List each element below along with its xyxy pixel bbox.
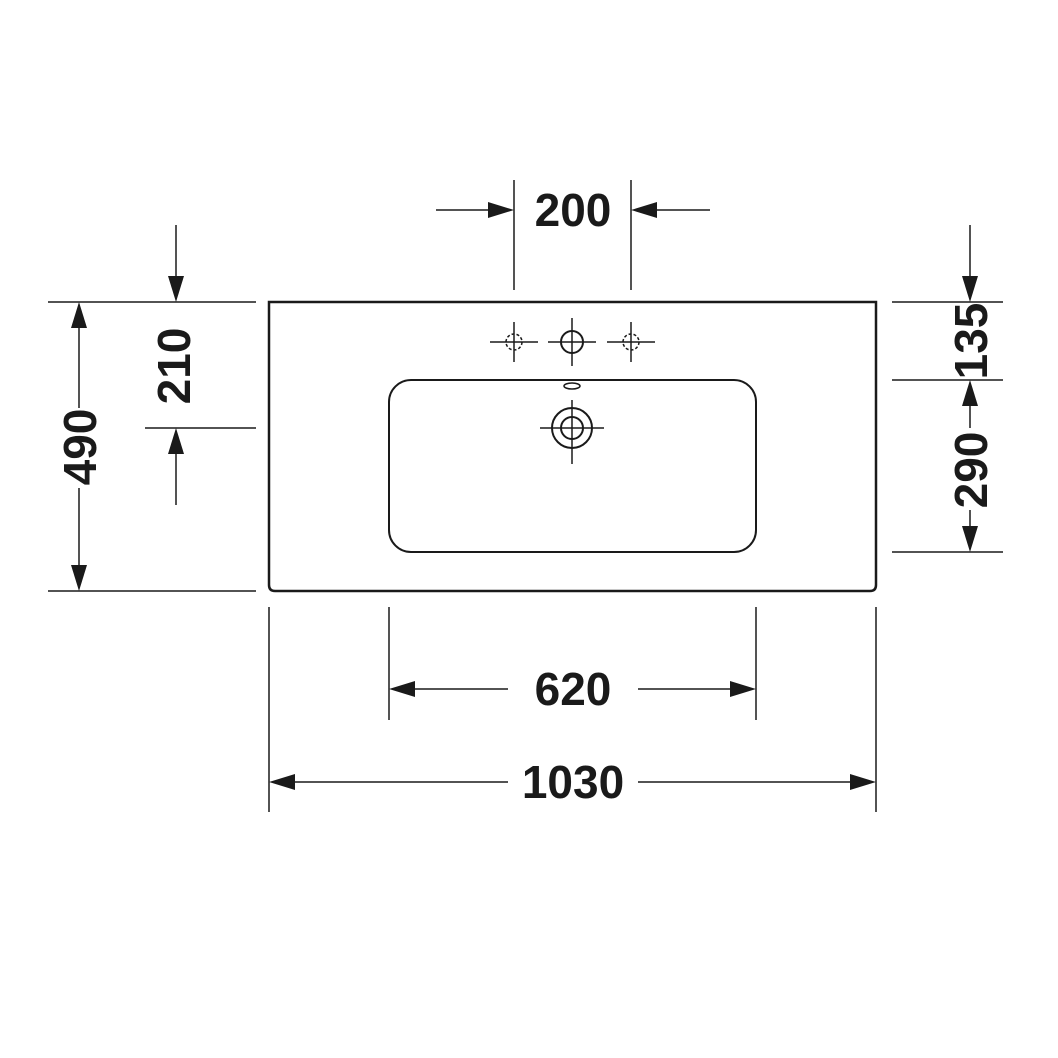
tap-hole-center [548, 318, 596, 366]
dimension-top-hole-spacing: 200 [436, 180, 710, 290]
tap-holes [490, 318, 655, 366]
tap-hole-left [490, 322, 538, 362]
tap-hole-right [607, 322, 655, 362]
dimension-left-210: 210 [145, 225, 256, 505]
drain [540, 400, 604, 464]
dim-label-1030: 1030 [522, 756, 624, 808]
dim-label-200: 200 [535, 184, 612, 236]
dimension-right-135-290: 135 290 [892, 225, 1003, 553]
dim-label-290: 290 [945, 432, 997, 509]
dimension-left-490: 490 [48, 301, 256, 592]
overflow-slot [563, 382, 581, 390]
dim-label-490: 490 [54, 409, 106, 486]
dimension-bottom-620: 620 [388, 607, 757, 720]
dim-label-135: 135 [945, 303, 997, 380]
dim-label-620: 620 [535, 663, 612, 715]
bowl-outline [388, 379, 757, 553]
dimension-bottom-1030: 1030 [268, 607, 877, 812]
dim-label-210: 210 [148, 328, 200, 405]
